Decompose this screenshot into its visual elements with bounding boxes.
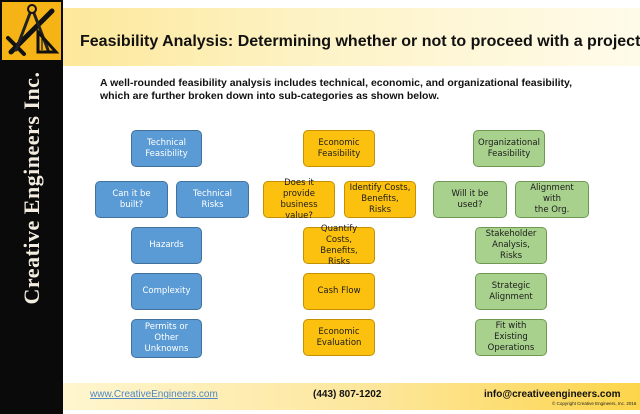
intro-line-2: which are further broken down into sub-c… <box>100 90 440 102</box>
hazards-node: Hazards <box>131 227 202 264</box>
technical-feasibility-node: Technical Feasibility <box>131 130 202 167</box>
phone-number: (443) 807-1202 <box>313 389 382 400</box>
copyright-notice: © Copyright Creative Engineers, Inc. 201… <box>552 401 637 406</box>
will-it-be-used-node: Will it be used? <box>433 181 507 218</box>
page-title: Feasibility Analysis: Determining whethe… <box>80 33 640 50</box>
alignment-with-org-node: Alignment with the Org. <box>515 181 589 218</box>
website-link[interactable]: www.CreativeEngineers.com <box>90 389 218 400</box>
intro-line-1: A well-rounded feasibility analysis incl… <box>100 77 573 89</box>
strategic-alignment-node: Strategic Alignment <box>475 273 547 310</box>
economic-feasibility-node: Economic Feasibility <box>303 130 375 167</box>
cash-flow-node: Cash Flow <box>303 273 375 310</box>
can-it-be-built-node: Can it be built? <box>95 181 168 218</box>
header-band <box>63 8 640 66</box>
email-link[interactable]: info@creativeengineers.com <box>484 389 621 400</box>
identify-costs-node: Identify Costs, Benefits, Risks <box>344 181 416 218</box>
complexity-node: Complexity <box>131 273 202 310</box>
footer-band <box>63 383 640 410</box>
technical-risks-node: Technical Risks <box>176 181 249 218</box>
brand-name-vertical: Creative Engineers Inc. <box>19 71 44 305</box>
business-value-node: Does it provide business value? <box>263 178 335 221</box>
fit-existing-operations-node: Fit with Existing Operations <box>475 319 547 356</box>
drafting-compass-logo-icon <box>2 2 61 60</box>
brand-sidebar: Creative Engineers Inc. <box>0 0 63 414</box>
permits-unknowns-node: Permits or Other Unknowns <box>131 319 202 358</box>
quantify-costs-node: Quantify Costs, Benefits, Risks <box>303 224 375 267</box>
economic-evaluation-node: Economic Evaluation <box>303 319 375 356</box>
stakeholder-analysis-node: Stakeholder Analysis, Risks <box>475 227 547 264</box>
organizational-feasibility-node: Organizational Feasibility <box>473 130 545 167</box>
intro-paragraph: A well-rounded feasibility analysis incl… <box>100 77 600 103</box>
